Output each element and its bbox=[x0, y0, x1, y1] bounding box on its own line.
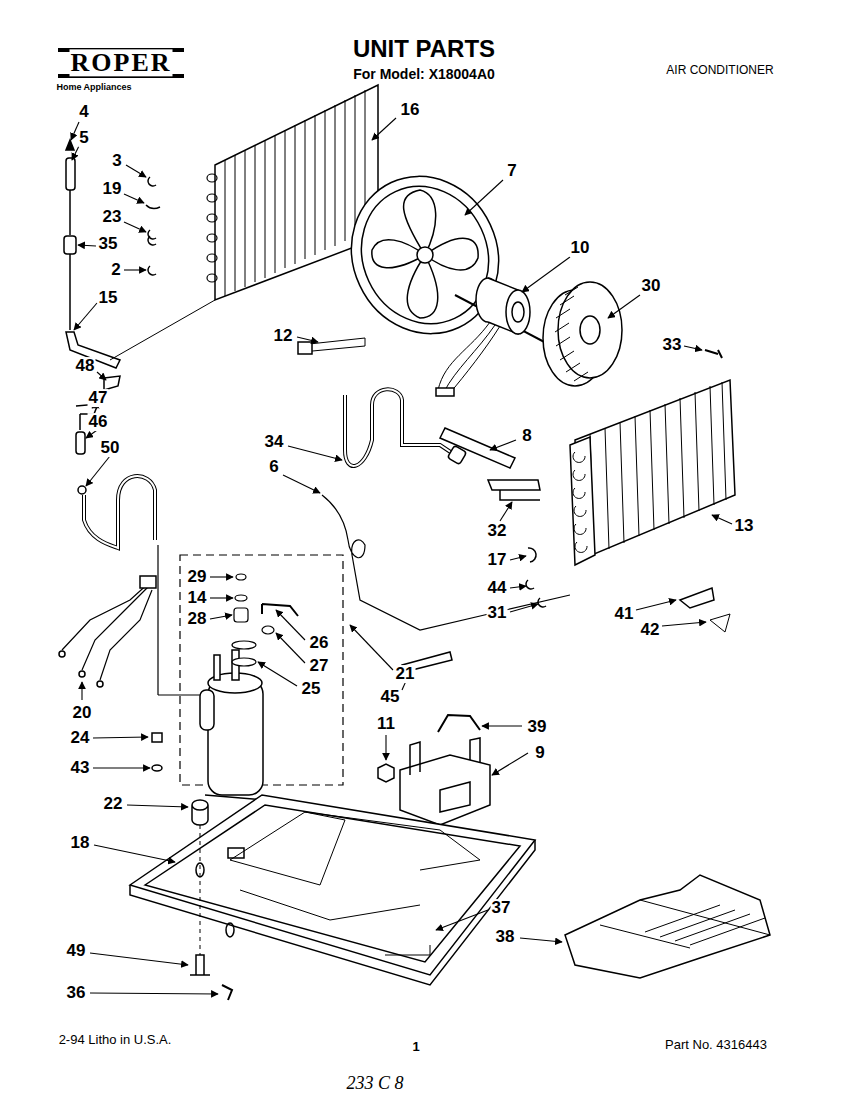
brand-logo: ROPER bbox=[70, 49, 173, 76]
callout-number: 3 bbox=[111, 152, 122, 170]
callout-number: 37 bbox=[491, 899, 512, 917]
callout-number: 48 bbox=[75, 357, 96, 375]
fan-motor bbox=[476, 278, 530, 334]
base-pan bbox=[130, 795, 535, 985]
callout-number: 36 bbox=[66, 984, 87, 1002]
handwritten-note: 233 C 8 bbox=[345, 1074, 404, 1093]
bracket bbox=[400, 738, 490, 825]
callout-number: 15 bbox=[98, 289, 119, 307]
callout-number: 41 bbox=[614, 605, 635, 623]
callout-number: 43 bbox=[70, 759, 91, 777]
callout-number: 27 bbox=[309, 657, 330, 675]
callout-number: 47 bbox=[88, 389, 109, 407]
callout-number: 46 bbox=[88, 413, 109, 431]
callout-number: 26 bbox=[309, 634, 330, 652]
page-title: UNIT PARTS bbox=[352, 36, 496, 61]
callout-number: 17 bbox=[487, 551, 508, 569]
callout-number: 11 bbox=[376, 715, 396, 733]
fan-blade bbox=[326, 152, 524, 358]
callout-number: 2 bbox=[110, 261, 121, 279]
header-text: 1 bbox=[411, 1040, 420, 1054]
callout-number: 10 bbox=[570, 239, 591, 257]
callout-number: 42 bbox=[640, 621, 661, 639]
callout-number: 28 bbox=[187, 610, 208, 628]
callout-number: 49 bbox=[66, 942, 87, 960]
callout-number: 8 bbox=[521, 427, 532, 445]
callout-number: 30 bbox=[641, 277, 662, 295]
callout-number: 38 bbox=[495, 928, 516, 946]
header-text: AIR CONDITIONER bbox=[665, 64, 774, 77]
callout-number: 18 bbox=[70, 834, 91, 852]
callout-number: 33 bbox=[662, 336, 683, 354]
callout-number: 39 bbox=[527, 718, 548, 736]
callout-number: 35 bbox=[98, 235, 119, 253]
header-text: Home Appliances bbox=[55, 83, 132, 92]
callout-number: 32 bbox=[487, 522, 508, 540]
callout-number: 50 bbox=[100, 439, 121, 457]
callout-number: 24 bbox=[70, 729, 91, 747]
callout-number: 14 bbox=[187, 589, 208, 607]
callout-number: 7 bbox=[506, 162, 517, 180]
compressor bbox=[200, 650, 265, 800]
callout-number: 20 bbox=[72, 704, 93, 722]
panel bbox=[565, 875, 770, 978]
callout-number: 5 bbox=[78, 129, 89, 147]
callout-number: 6 bbox=[268, 458, 279, 476]
callout-number: 29 bbox=[187, 568, 208, 586]
callout-number: 12 bbox=[273, 327, 294, 345]
callout-number: 23 bbox=[102, 208, 123, 226]
callout-number: 31 bbox=[487, 604, 508, 622]
evaporator-coil bbox=[570, 380, 735, 565]
callout-number: 19 bbox=[102, 180, 123, 198]
callout-number: 16 bbox=[400, 101, 421, 119]
callout-number: 21 bbox=[395, 665, 416, 683]
callout-number: 22 bbox=[103, 795, 124, 813]
header-text: 2-94 Litho in U.S.A. bbox=[58, 1033, 173, 1047]
header-text: Part No. 4316443 bbox=[664, 1038, 768, 1052]
callout-number: 34 bbox=[264, 433, 285, 451]
callout-number: 13 bbox=[734, 517, 755, 535]
blower-wheel bbox=[543, 282, 622, 386]
callout-number: 45 bbox=[380, 688, 401, 706]
callout-number: 44 bbox=[487, 579, 508, 597]
header-text: For Model: X18004A0 bbox=[352, 67, 496, 82]
callout-number: 25 bbox=[301, 680, 322, 698]
condenser-coil bbox=[207, 85, 378, 300]
callout-number: 9 bbox=[534, 744, 545, 762]
callout-number: 4 bbox=[78, 103, 89, 121]
